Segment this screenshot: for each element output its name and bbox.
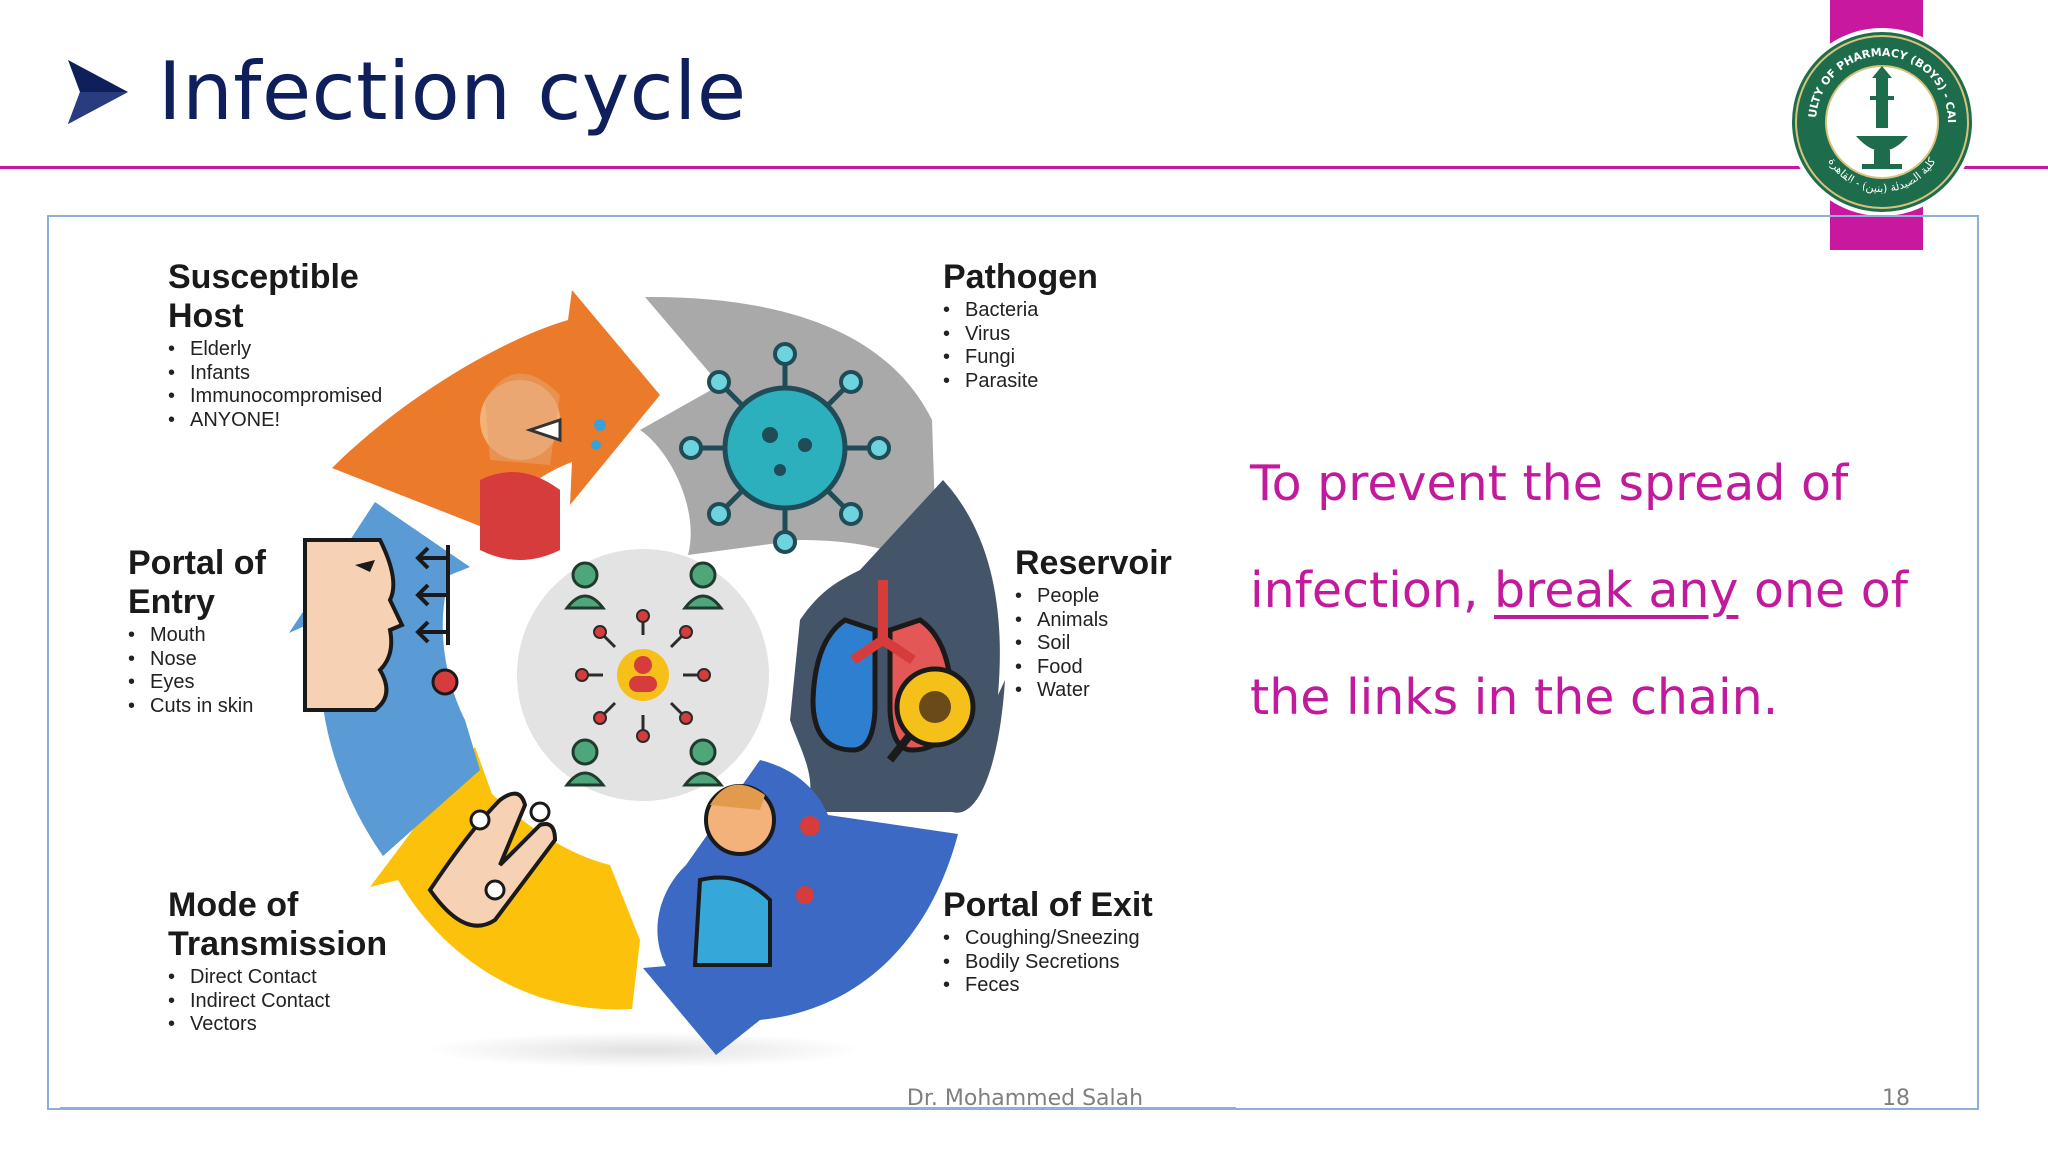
stage-title: Reservoir — [1015, 544, 1172, 582]
label-pathogen: Pathogen Bacteria Virus Fungi Parasite — [943, 258, 1193, 393]
list-item: Food — [1015, 656, 1200, 680]
list-item: Mouth — [128, 624, 328, 648]
list-item: Coughing/Sneezing — [943, 927, 1200, 951]
list-item: Elderly — [168, 338, 468, 362]
stage-items: Direct Contact Indirect Contact Vectors — [168, 966, 498, 1037]
list-item: Bodily Secretions — [943, 951, 1200, 975]
list-item: Virus — [943, 323, 1193, 347]
list-item: Infants — [168, 362, 468, 386]
label-reservoir: Reservoir People Animals Soil Food Water — [1015, 544, 1200, 703]
key-message-emphasis: break any — [1494, 562, 1739, 619]
list-item: People — [1015, 585, 1200, 609]
key-message-part2: one of the links in the chain. — [1250, 562, 1908, 726]
list-item: Bacteria — [943, 299, 1193, 323]
list-item: Immunocompromised — [168, 385, 468, 409]
stage-items: People Animals Soil Food Water — [1015, 585, 1200, 703]
list-item: Fungi — [943, 346, 1193, 370]
stage-items: Mouth Nose Eyes Cuts in skin — [128, 624, 328, 718]
stage-title-line2: Transmission — [168, 925, 388, 963]
stage-items: Elderly Infants Immunocompromised ANYONE… — [168, 338, 468, 432]
key-message: To prevent the spread of infection, brea… — [1250, 430, 1950, 751]
coughing-person-icon — [692, 784, 820, 967]
stage-title: Mode of — [168, 886, 299, 924]
list-item: Animals — [1015, 609, 1200, 633]
list-item: Eyes — [128, 671, 328, 695]
faculty-of-pharmacy-seal-icon: FACULTY OF PHARMACY (BOYS) - CAIRO كلية … — [1786, 26, 1976, 216]
label-portal-of-exit: Portal of Exit Coughing/Sneezing Bodily … — [943, 886, 1200, 998]
svg-text:AL-AZHAR UNIVERSITY: AL-AZHAR UNIVERSITY — [1845, 178, 1919, 186]
list-item: Feces — [943, 974, 1200, 998]
list-item: Parasite — [943, 370, 1193, 394]
content-frame — [47, 215, 1979, 1110]
arrowhead-bullet-icon — [68, 60, 128, 124]
virus-icon — [679, 342, 891, 554]
list-item: Nose — [128, 648, 328, 672]
infection-cycle-diagram: Susceptible Host Elderly Infants Immunoc… — [100, 240, 1200, 1080]
list-item: Indirect Contact — [168, 990, 498, 1014]
stage-title: Portal of — [128, 544, 266, 582]
list-item: Direct Contact — [168, 966, 498, 990]
title-underline-rule — [0, 166, 2048, 169]
list-item: Soil — [1015, 632, 1200, 656]
stage-title-line2: Host — [168, 297, 244, 335]
face-profile-icon — [303, 538, 459, 712]
list-item: Cuts in skin — [128, 695, 328, 719]
slide-title: Infection cycle — [158, 45, 747, 138]
label-portal-of-entry: Portal of Entry Mouth Nose Eyes Cuts in … — [128, 544, 328, 718]
slide-title-row: Infection cycle — [66, 52, 747, 132]
people-network-icon — [563, 561, 725, 787]
list-item: ANYONE! — [168, 409, 468, 433]
list-item: Water — [1015, 679, 1200, 703]
hand-germs-icon — [427, 791, 558, 928]
stage-title: Susceptible — [168, 258, 359, 296]
label-susceptible-host: Susceptible Host Elderly Infants Immunoc… — [168, 258, 468, 432]
lungs-magnifier-icon — [810, 580, 976, 763]
stage-items: Coughing/Sneezing Bodily Secretions Fece… — [943, 927, 1200, 998]
content-frame-inner-line — [60, 1107, 1236, 1109]
stage-title: Pathogen — [943, 258, 1098, 296]
stage-items: Bacteria Virus Fungi Parasite — [943, 299, 1193, 393]
stage-title: Portal of Exit — [943, 886, 1153, 924]
stage-title-line2: Entry — [128, 583, 215, 621]
key-message-part1: To prevent the spread of infection, — [1250, 455, 1849, 619]
page-number: 18 — [1882, 1086, 1910, 1111]
footer-author: Dr. Mohammed Salah — [906, 1086, 1144, 1111]
list-item: Vectors — [168, 1013, 498, 1037]
label-mode-of-transmission: Mode of Transmission Direct Contact Indi… — [168, 886, 498, 1037]
sneezing-person-icon — [480, 373, 606, 560]
